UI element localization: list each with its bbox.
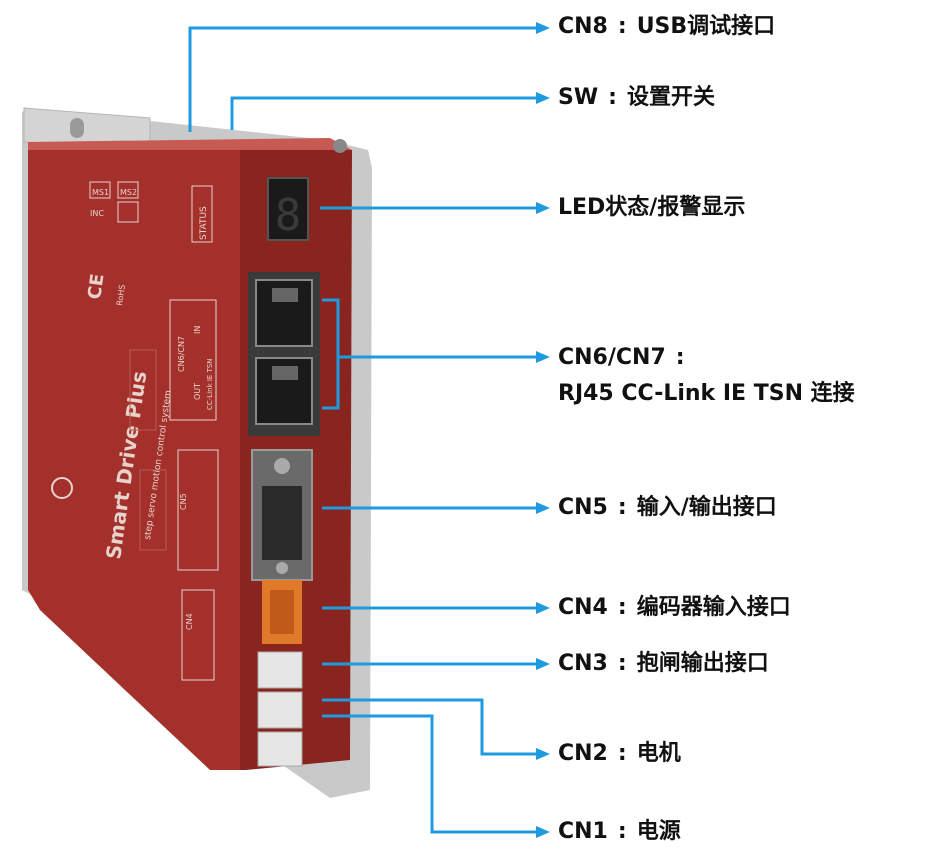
status-label: STATUS [199, 206, 209, 240]
case-side-face [28, 145, 240, 770]
rj45-latch-out [272, 366, 298, 380]
cn1-desc: 电源 [636, 819, 681, 844]
led-arrowhead [536, 202, 550, 214]
rohs-mark: RoHS [115, 284, 127, 306]
cn2-desc: 电机 [636, 741, 681, 766]
sw-label: SW: 设置开关 [558, 84, 715, 112]
cn5-name: CN5 [558, 495, 608, 520]
panel-window-2 [139, 469, 167, 551]
led-display [267, 177, 309, 241]
cn67-arrowhead [536, 351, 550, 363]
cn5-arrowhead [536, 502, 550, 514]
rj45-latch-in [272, 288, 298, 302]
ms2-label: MS2 [120, 188, 137, 197]
cn5-side-label: CN5 [179, 493, 188, 510]
cn1-label: CN1: 电源 [558, 818, 681, 846]
cn4-arrowhead [536, 602, 550, 614]
inc-label: INC [90, 209, 104, 218]
cn67-desc: RJ45 CC-Link IE TSN 连接 [558, 381, 855, 406]
cn4-connector-detail [270, 590, 294, 634]
cn1-arrowhead [536, 826, 550, 838]
cn5-screw-top [274, 458, 290, 474]
cn5-sep: : [617, 495, 627, 520]
ce-mark: CE [84, 273, 108, 301]
cn2-connector [257, 691, 303, 729]
cn2-arrowhead [536, 748, 550, 760]
led-label: LED状态/报警显示 [558, 194, 745, 222]
cn67-label: CN6/CN7: [558, 344, 695, 372]
tsn-label: CC-Link IE TSN [206, 358, 214, 410]
cn3-arrowhead [536, 658, 550, 670]
cn5-info-box [177, 449, 219, 571]
cn67-bracket [322, 298, 340, 410]
panel-window-1 [129, 349, 157, 431]
sw-desc: 设置开关 [626, 85, 715, 110]
cn3-sep: : [617, 651, 627, 676]
cn8-name: CN8 [558, 14, 608, 39]
ms1-switch-box [89, 181, 111, 199]
cn8-desc: USB调试接口 [636, 14, 776, 39]
callout-arrowheads [536, 22, 550, 838]
logo-circle [51, 477, 73, 499]
cn4-label: CN4: 编码器输入接口 [558, 594, 791, 622]
port-out-label: OUT [193, 383, 202, 400]
cn1-sep: : [617, 819, 627, 844]
status-box [191, 185, 213, 243]
cn4-side-label: CN4 [185, 613, 194, 630]
cn8-label: CN8: USB调试接口 [558, 13, 775, 41]
led-digit: 8 [275, 190, 302, 241]
case-top-edge [28, 138, 352, 150]
cn8-arrowhead [536, 22, 550, 34]
port-in-label: IN [193, 326, 202, 334]
cn4-name: CN4 [558, 595, 608, 620]
cn2-sep: : [617, 741, 627, 766]
cn67-desc-label: RJ45 CC-Link IE TSN 连接 [558, 380, 855, 408]
cn4-info-box [181, 589, 215, 681]
cn3-connector [257, 651, 303, 689]
cn67-name: CN6/CN7 [558, 345, 666, 370]
top-screw [333, 139, 347, 153]
sw-leader-line [230, 96, 540, 130]
cn2-leader-line [322, 698, 540, 756]
ms2-switch-box [117, 181, 139, 199]
cn3-label: CN3: 抱闸输出接口 [558, 650, 769, 678]
cn3-desc: 抱闸输出接口 [636, 651, 769, 676]
cn8-leader-line [188, 26, 540, 132]
cn4-sep: : [617, 595, 627, 620]
port-header-label: CN6/CN7 [177, 336, 186, 372]
cn2-label: CN2: 电机 [558, 740, 681, 768]
sw-arrowhead [536, 92, 550, 104]
cn4-desc: 编码器输入接口 [636, 595, 791, 620]
cn67-sep: : [675, 345, 685, 370]
cn5-screw-bottom [276, 562, 288, 574]
ms1-label: MS1 [92, 188, 109, 197]
cn3-name: CN3 [558, 651, 608, 676]
callout-lines [188, 26, 540, 834]
cn5-desc: 输入/输出接口 [636, 495, 777, 520]
cn5-label: CN5: 输入/输出接口 [558, 494, 777, 522]
led-name: LED状态/报警显示 [558, 195, 746, 220]
sw-sep: : [608, 85, 617, 110]
cn5-connector-inner [262, 486, 302, 560]
port-info-box [169, 299, 217, 421]
cn1-connector [257, 731, 303, 767]
mounting-slot [70, 118, 84, 138]
sw-name: SW [558, 85, 599, 110]
cn1-name: CN1 [558, 819, 608, 844]
cn1-leader-line [322, 714, 540, 834]
cn2-name: CN2 [558, 741, 608, 766]
inc-box [117, 201, 139, 223]
cn8-sep: : [617, 14, 627, 39]
